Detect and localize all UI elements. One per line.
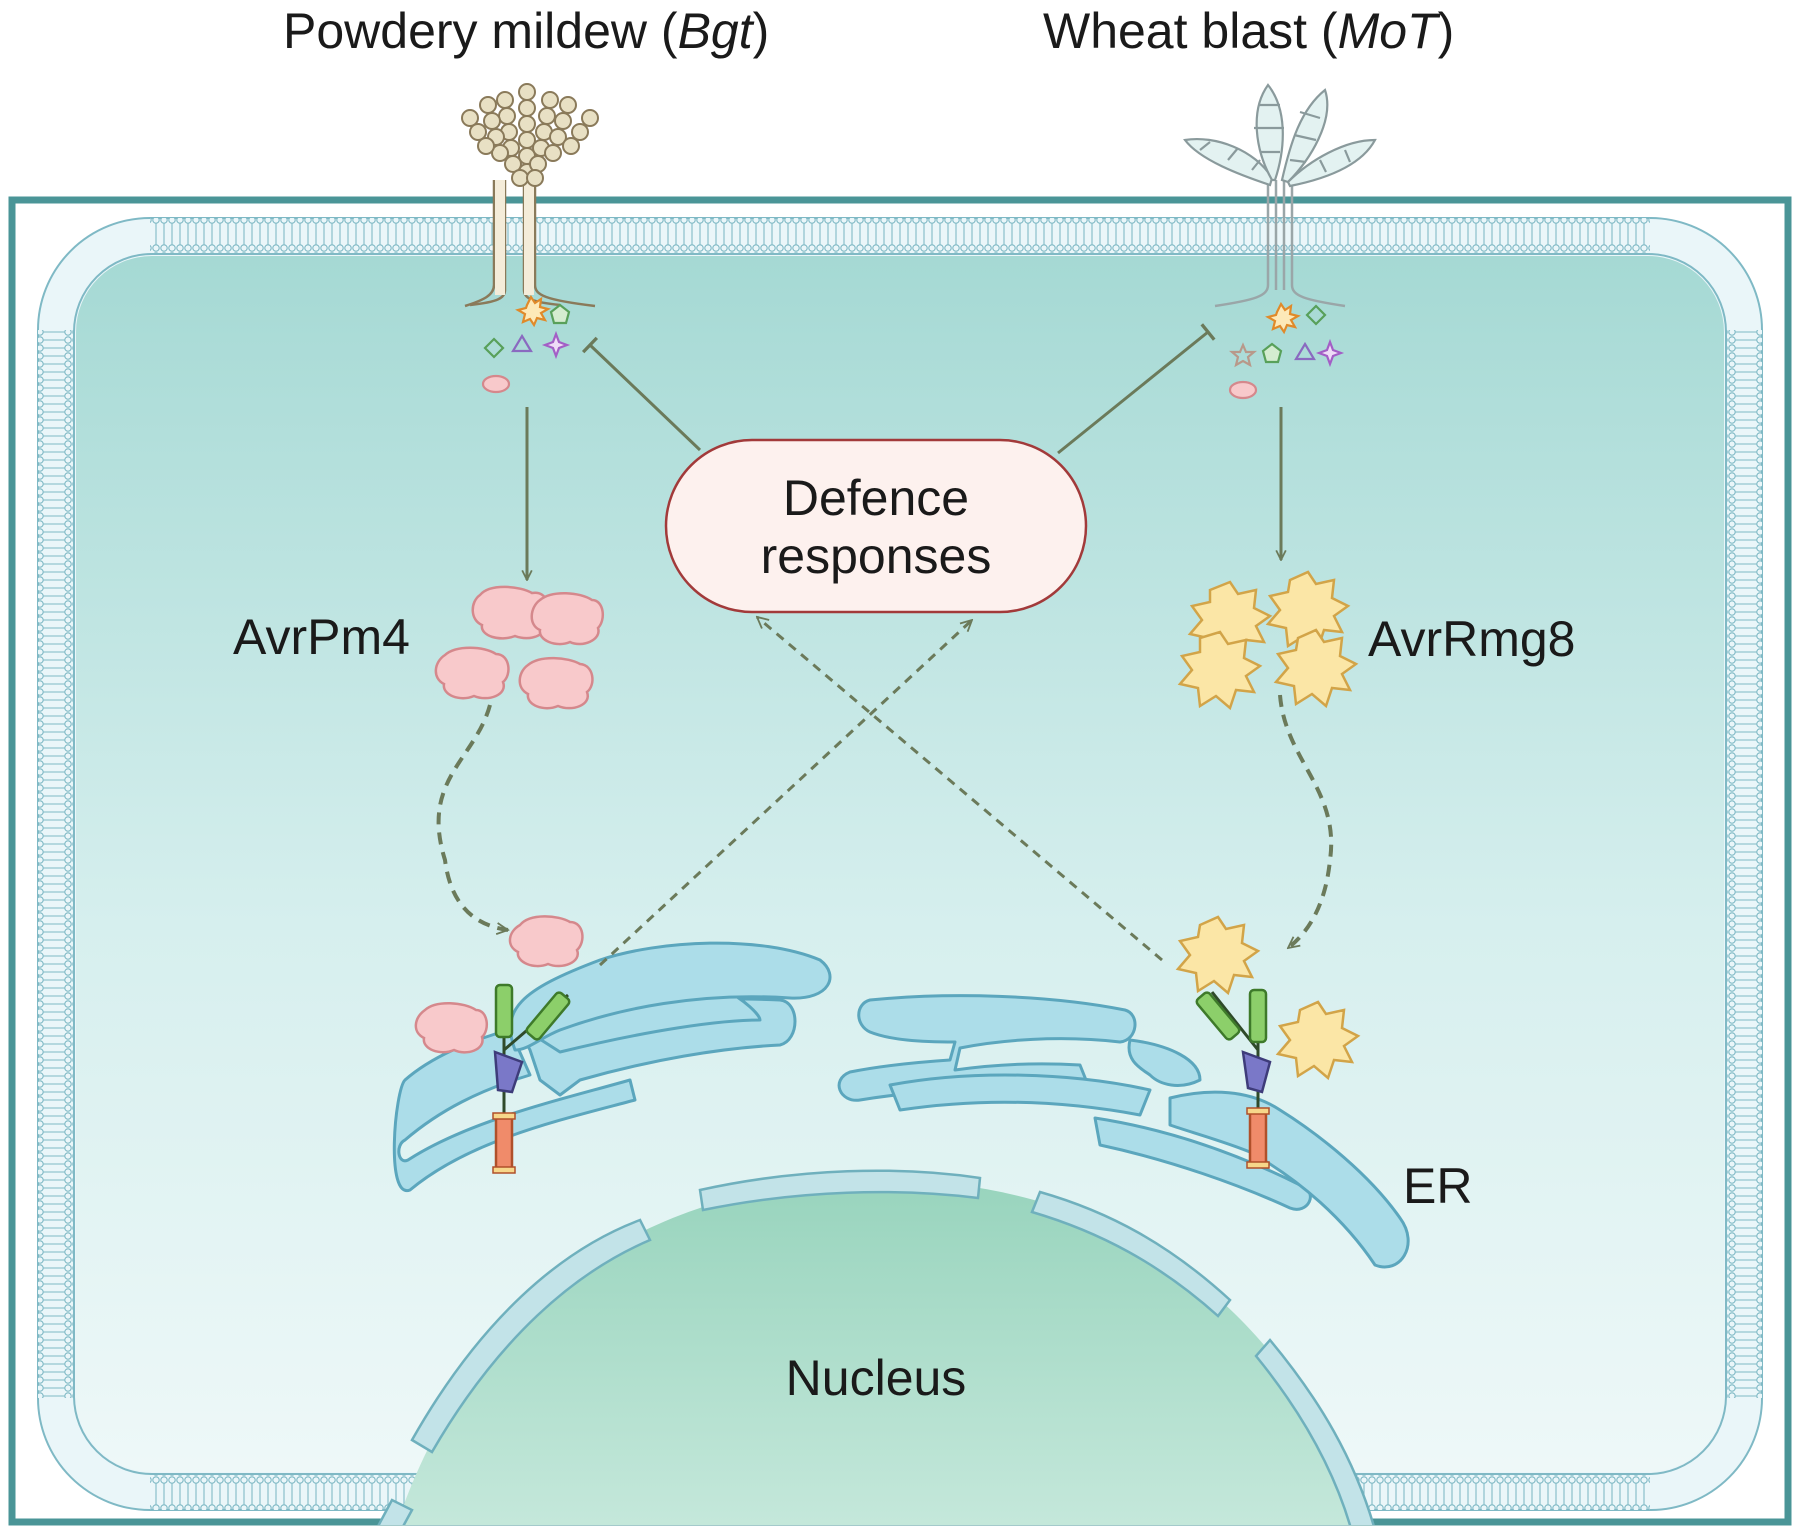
nucleus-label: Nucleus [786,1350,967,1406]
wheat-blast-conidia-icon [1183,83,1377,308]
receptor-protein-icon [492,983,571,1174]
inhibit-bgt [581,336,702,452]
avrrmg8-effector-icon [1175,570,1361,1081]
avrrmg8-label: AvrRmg8 [1368,611,1575,667]
title-powdery-mildew: Powdery mildew (Bgt) [283,3,769,59]
receptor-protein-icon-right [1195,988,1272,1169]
arrow-pm4-receptor-to-defence [598,620,972,967]
mot-effector-cluster [1228,301,1345,400]
avrpm4-label: AvrPm4 [233,609,410,665]
nucleus [372,1169,1377,1525]
er-label: ER [1403,1158,1472,1214]
arrow-rmg8-receptor-to-defence [757,617,1163,962]
powdery-mildew-conidiophore-icon [461,83,599,308]
inhibit-mot [1057,323,1216,455]
title-right-close: ) [1438,3,1455,59]
title-right-name: Wheat blast ( [1043,3,1338,59]
title-left-name: Powdery mildew ( [283,3,678,59]
title-left-close: ) [753,3,770,59]
defence-label-line1: Defence [783,470,969,526]
defence-responses-box: Defence responses [664,438,1088,614]
title-right-abbr: MoT [1338,3,1441,59]
arrow-avrpm4-uptake [436,704,508,930]
title-left-abbr: Bgt [678,3,755,59]
defence-label-line2: responses [761,528,992,584]
arrow-avrrmg8-uptake [1278,694,1334,950]
bgt-effector-cluster [481,294,571,394]
title-wheat-blast: Wheat blast (MoT) [1043,3,1454,59]
avrpm4-effector-icon [414,585,605,1054]
endoplasmic-reticulum [392,941,1410,1269]
